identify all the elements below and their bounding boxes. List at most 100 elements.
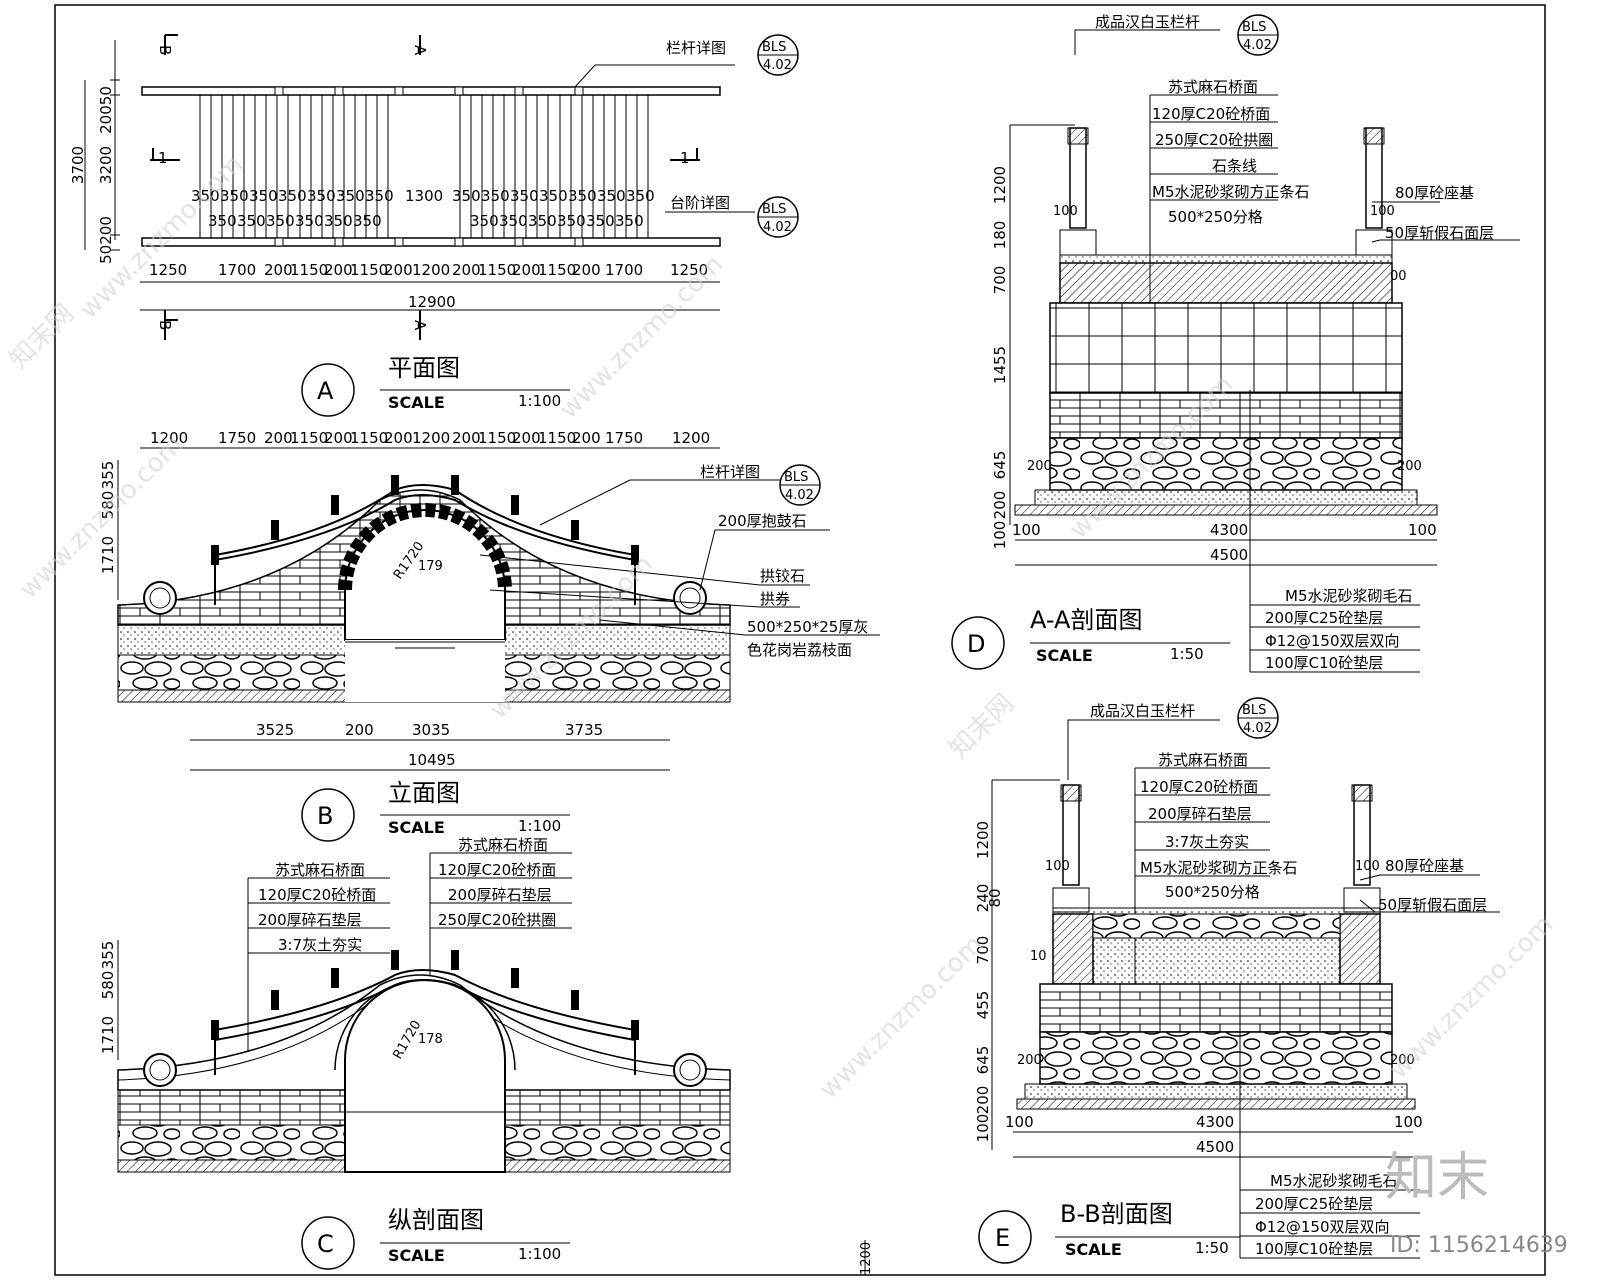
elev-callout: 色花岗岩荔枝面 xyxy=(747,641,852,659)
plan-dim: 200 xyxy=(452,261,481,279)
ref-code: BLS xyxy=(1242,703,1266,718)
section-layer: 500*250分格 xyxy=(1168,208,1263,226)
section-layer: 3:7灰土夯实 xyxy=(278,936,362,954)
ref-code: BLS xyxy=(762,202,786,217)
section-b-dim-455: 455 xyxy=(974,991,992,1020)
plan-mark-1-left: 1 xyxy=(158,149,168,167)
section-a-bottom-dim: 100 xyxy=(1408,521,1437,539)
elev-dim: 1750 xyxy=(605,429,643,447)
ref-num: 4.02 xyxy=(1243,721,1272,736)
section-layer: 120厚C20砼桥面 xyxy=(258,886,376,904)
section-b-bottom-dim: 100 xyxy=(1005,1113,1034,1131)
long-dim-355: 355 xyxy=(99,941,117,970)
section-a-view: 成品汉白玉栏杆 BLS 4.02 苏式麻石桥面 120厚C20砼桥面 250厚C… xyxy=(951,13,1520,673)
section-b-right-callout: 50厚斩假石面层 xyxy=(1378,896,1487,914)
foundation-layer: 200厚C25砼垫层 xyxy=(1265,609,1383,627)
scale-label: SCALE xyxy=(388,1246,445,1265)
section-b-view: 成品汉白玉栏杆 BLS 4.02 苏式麻石桥面 120厚C20砼桥面 200厚碎… xyxy=(974,697,1500,1264)
plan-step-dim-1300: 1300 xyxy=(405,187,443,205)
plan-dim-50200: 50200 xyxy=(97,216,115,264)
elev-dim: 200 xyxy=(384,429,413,447)
elev-bottom-dim: 3035 xyxy=(412,721,450,739)
section-layer: 石条线 xyxy=(1212,157,1257,175)
section-a-right-callout: 50厚斩假石面层 xyxy=(1385,224,1494,242)
section-a-small: 100 xyxy=(1053,204,1078,219)
view-tag: A xyxy=(317,377,334,405)
ref-num: 4.02 xyxy=(1243,38,1272,53)
plan-step-dim: 350 xyxy=(597,187,626,205)
foundation-layer: Φ12@150双层双向 xyxy=(1265,632,1400,650)
plan-bottom-dims: 1250 1700 200 1150 200 1150 200 1200 200… xyxy=(149,261,708,279)
elev-dim: 1150 xyxy=(290,429,328,447)
view-title: A-A剖面图 xyxy=(1030,606,1142,634)
view-tag-circle xyxy=(301,363,355,417)
watermark-site-text: 知末网 xyxy=(944,689,1020,765)
elev-dim-355: 355 xyxy=(99,461,117,490)
elev-dim: 1150 xyxy=(350,429,388,447)
elev-bottom-dim: 3735 xyxy=(565,721,603,739)
plan-step-dim: 350 xyxy=(324,212,353,230)
plan-step-dim: 350 xyxy=(499,212,528,230)
view-title: 平面图 xyxy=(388,354,460,382)
watermark-site: www.znzmo.com xyxy=(814,930,989,1105)
section-b-dim-700: 700 xyxy=(974,936,992,965)
foundation-layer: 200厚C25砼垫层 xyxy=(1255,1195,1373,1213)
plan-step-dim: 350 xyxy=(557,212,586,230)
long-dim-1710: 1710 xyxy=(99,1016,117,1054)
ref-num: 4.02 xyxy=(785,488,814,503)
section-layer: 120厚C20砼桥面 xyxy=(1140,778,1258,796)
section-a-small: 200 xyxy=(1397,459,1422,474)
sheet-border xyxy=(54,4,1546,1276)
elev-dim: 1150 xyxy=(478,429,516,447)
ref-code: BLS xyxy=(762,40,786,55)
section-b-small: 100 xyxy=(1355,859,1380,874)
scale-label: SCALE xyxy=(1065,1240,1122,1259)
section-a-dim-200: 200 xyxy=(991,491,1009,520)
plan-step-dim: 350 xyxy=(191,187,220,205)
scale-value: 1:100 xyxy=(518,817,561,835)
elev-dim: 1750 xyxy=(218,429,256,447)
view-title: 立面图 xyxy=(388,779,460,807)
plan-step-dim: 350 xyxy=(266,212,295,230)
section-a-small: 100 xyxy=(1370,204,1395,219)
plan-dim: 200 xyxy=(572,261,601,279)
plan-step-dims-top: 350 350 350 350 350 350 350 1300 350 350… xyxy=(191,187,655,205)
elev-bottom-dim: 3525 xyxy=(256,721,294,739)
section-a-dim-1200: 1200 xyxy=(991,166,1009,204)
section-layer: M5水泥砂浆砌方正条石 xyxy=(1140,859,1298,877)
section-b-top-callout: 成品汉白玉栏杆 xyxy=(1090,702,1195,720)
section-b-bottom-dim: 100 xyxy=(1394,1113,1423,1131)
watermark-id: ID: 1156214639 xyxy=(1390,1233,1568,1258)
view-title: B-B剖面图 xyxy=(1060,1200,1173,1228)
section-b-total: 4500 xyxy=(1196,1138,1234,1156)
plan-callout-steps: 台阶详图 xyxy=(670,194,730,212)
section-b-dim-100: 100 xyxy=(974,1114,992,1143)
elev-callout: 栏杆详图 xyxy=(700,463,760,481)
plan-step-dim: 350 xyxy=(249,187,278,205)
foundation-layer: 100厚C10砼垫层 xyxy=(1255,1240,1373,1258)
elev-dim: 200 xyxy=(264,429,293,447)
elev-179: 179 xyxy=(418,559,443,574)
plan-step-dim: 350 xyxy=(353,212,382,230)
section-a-dim-1455: 1455 xyxy=(991,346,1009,384)
section-a-bottom-dim: 100 xyxy=(1012,521,1041,539)
section-layer: 3:7灰土夯实 xyxy=(1165,833,1249,851)
elevation-top-dims: 1200 1750 200 1150 200 1150 200 1200 200… xyxy=(150,429,710,447)
section-b-dim-240: 240 xyxy=(974,884,992,913)
section-layer: 200厚碎石垫层 xyxy=(1148,805,1252,823)
section-b-right-callout: 80厚砼座基 xyxy=(1385,857,1464,875)
section-b-small: 100 xyxy=(1045,859,1070,874)
plan-dim-3200: 3200 xyxy=(97,146,115,184)
section-a-dim-180: 180 xyxy=(991,221,1009,250)
elev-callout: 拱券 xyxy=(760,590,790,608)
section-layer: 苏式麻石桥面 xyxy=(1168,78,1258,96)
section-b-dim-645: 645 xyxy=(974,1046,992,1075)
plan-step-dim: 350 xyxy=(365,187,394,205)
section-b-small: 10 xyxy=(1030,949,1047,964)
elev-dim: 200 xyxy=(572,429,601,447)
plan-dim: 1150 xyxy=(350,261,388,279)
view-tag: E xyxy=(995,1224,1010,1252)
section-layer: 120厚C20砼桥面 xyxy=(438,861,556,879)
plan-dim: 200 xyxy=(512,261,541,279)
